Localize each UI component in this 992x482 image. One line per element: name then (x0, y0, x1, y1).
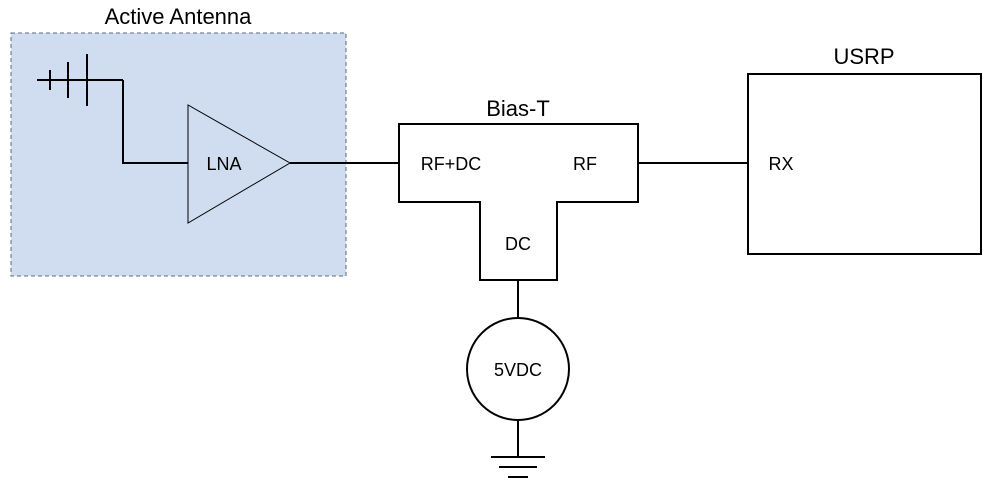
bias-tee-group: Bias-T RF+DC RF DC (398, 96, 639, 281)
usrp-port-rx: RX (768, 154, 793, 174)
bias-tee-port-dc: DC (505, 234, 531, 254)
lna-label: LNA (206, 154, 241, 174)
bias-tee-title: Bias-T (486, 96, 550, 121)
ground-icon (491, 456, 545, 478)
bias-tee-port-in: RF+DC (421, 154, 482, 174)
usrp-group: USRP RX (747, 44, 982, 255)
usrp-title: USRP (833, 44, 894, 69)
usrp-box (747, 73, 982, 255)
active-antenna-box (10, 32, 347, 277)
supply-label: 5VDC (494, 360, 542, 380)
antenna-icon (37, 54, 123, 106)
antenna-feed-wire (122, 80, 188, 164)
active-antenna-title: Active Antenna (105, 4, 253, 29)
active-antenna-group: Active Antenna LNA (10, 4, 347, 277)
supply-group: 5VDC (466, 317, 570, 421)
bias-tee-box (398, 123, 639, 281)
bias-tee-port-out: RF (573, 154, 597, 174)
lna-amplifier (187, 104, 291, 224)
